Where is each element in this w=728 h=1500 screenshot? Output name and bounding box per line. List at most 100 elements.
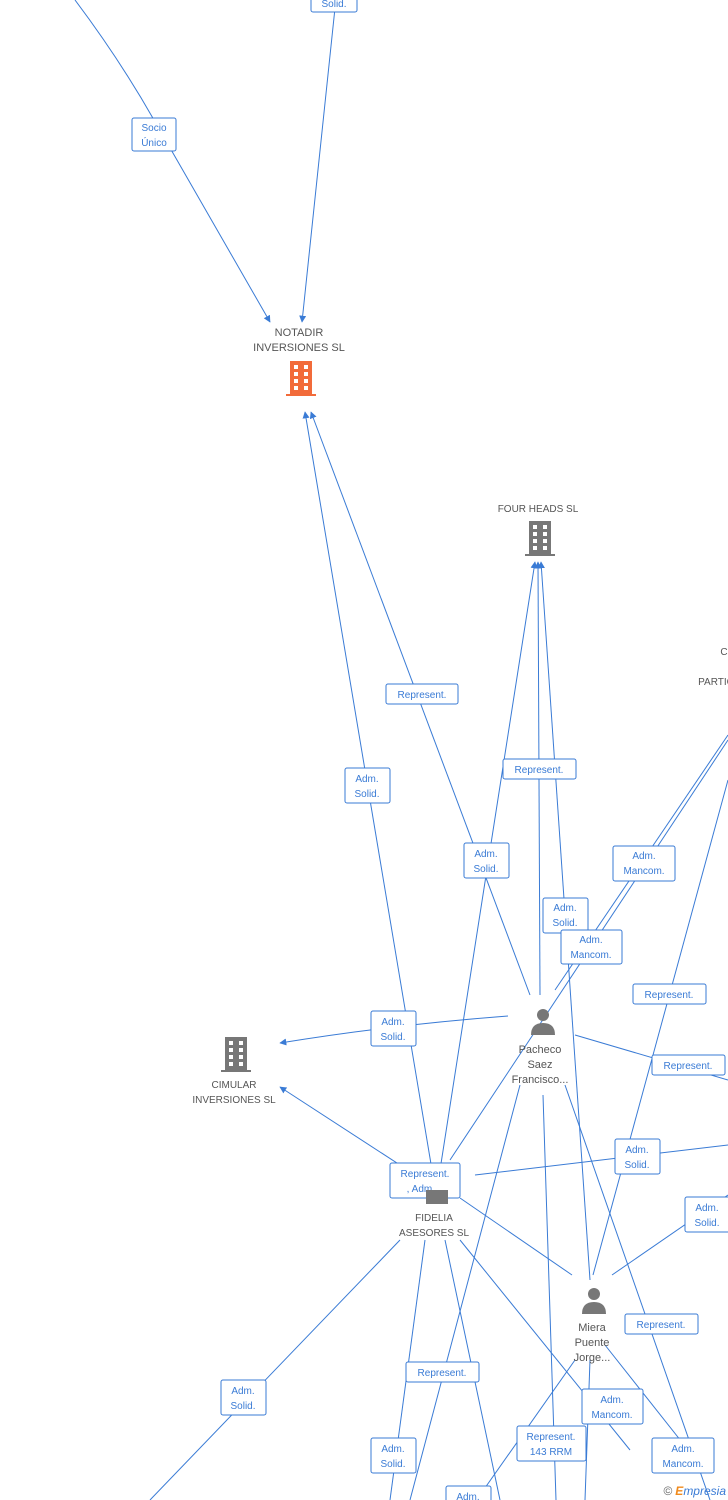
node-label: Francisco... [512, 1074, 569, 1086]
edge-top-to-notadir [299, 7, 336, 323]
node-label: Saez [527, 1059, 552, 1071]
edge-label-text: Solid. [380, 1032, 405, 1043]
node-label: NOTADIR [275, 327, 324, 339]
edge-label-socio-unico[interactable]: Socio Único [131, 117, 177, 152]
edge-fidelia-down-1 [149, 1239, 401, 1500]
edge-label-text: Adm. [355, 774, 378, 785]
edge-label-text: Adm. [381, 1444, 404, 1455]
edge-label-text: Represent. [401, 1169, 450, 1180]
building-icon [426, 1190, 448, 1204]
edge-fidelia-miera [459, 1197, 573, 1276]
edge-label-adm-mancom-4[interactable]: Adm. Mancom. [651, 1437, 715, 1474]
edge-label-adm-bottom[interactable]: Adm. [445, 1485, 492, 1500]
node-label: FIDELIA [415, 1213, 453, 1224]
edge-label-represent-4[interactable]: Represent. [651, 1054, 726, 1076]
edge-label-represent-143[interactable]: Represent. 143 RRM [516, 1425, 587, 1462]
edge-label-solid-top[interactable]: Solid. [310, 0, 358, 13]
person-icon [582, 1288, 606, 1314]
edge-label-adm-solid-4[interactable]: Adm. Solid. [370, 1010, 417, 1047]
edge-labels: Solid. Socio Único Represent. Adm. Solid… [131, 0, 728, 1500]
node-four-heads[interactable]: FOUR HEADS SL [498, 504, 579, 556]
edge-label-represent-5[interactable]: Represent. [624, 1313, 699, 1335]
edge-label-text: Represent. [418, 1368, 467, 1379]
edge-miera-to-right [592, 779, 728, 1276]
edge-label-adm-mancom-1[interactable]: Adm. Mancom. [612, 845, 676, 882]
edge-label-adm-solid-1[interactable]: Adm. Solid. [344, 767, 391, 804]
edge-label-text: Adm. [456, 1492, 479, 1500]
brand-name: mpresia [683, 1484, 726, 1498]
edge-label-text: Adm. [695, 1203, 718, 1214]
edge-fidelia-right [474, 1144, 728, 1176]
edge-label-text: Mancom. [623, 866, 664, 877]
edge-label-text: Adm. [474, 849, 497, 860]
node-label: Pacheco [519, 1044, 562, 1056]
edge-label-represent-adm[interactable]: Represent. , Adm.... [389, 1162, 461, 1199]
edge-label-adm-solid-3[interactable]: Adm. Solid. [542, 897, 589, 934]
node-label: INVERSIONES SL [192, 1095, 276, 1106]
edge-label-adm-solid-2[interactable]: Adm. Solid. [463, 842, 510, 879]
edge-label-text: Solid. [624, 1160, 649, 1171]
edge-label-text: Mancom. [570, 950, 611, 961]
node-fidelia-asesores[interactable]: FIDELIA ASESORES SL [399, 1190, 469, 1239]
edge-label-adm-solid-8[interactable]: Adm. Solid. [370, 1437, 417, 1474]
edge-label-text: Adm. [381, 1017, 404, 1028]
edge-label-text: , Adm.... [407, 1184, 444, 1195]
node-label: Miera [578, 1322, 606, 1334]
edge-label-adm-solid-7[interactable]: Adm. Solid. [220, 1379, 267, 1416]
edge-label-represent-1[interactable]: Represent. [385, 683, 459, 705]
node-label: C [720, 647, 727, 658]
edge-label-text: Adm. [600, 1395, 623, 1406]
edge-label-adm-mancom-3[interactable]: Adm. Mancom. [581, 1388, 644, 1425]
edge-label-text: Represent. [515, 765, 564, 776]
edge-label-text: Adm. [579, 935, 602, 946]
edge-label-text: Único [141, 136, 167, 149]
building-icon [525, 521, 555, 556]
edge-label-text: Solid. [230, 1401, 255, 1412]
edge-label-text: Mancom. [662, 1459, 703, 1470]
edge-label-text: Socio [141, 123, 166, 134]
edge-label-text: Adm. [632, 851, 655, 862]
node-label: CIMULAR [211, 1080, 256, 1091]
person-icon [531, 1009, 555, 1035]
edge-label-text: Adm. [231, 1386, 254, 1397]
node-label: FOUR HEADS SL [498, 504, 579, 515]
node-label: Puente [575, 1337, 610, 1349]
node-person-pacheco[interactable]: Pacheco Saez Francisco... [512, 1009, 569, 1086]
edge-label-text: Solid. [552, 918, 577, 929]
node-label: INVERSIONES SL [253, 342, 345, 354]
edge-label-adm-mancom-2[interactable]: Adm. Mancom. [560, 929, 623, 965]
edge-label-represent-2[interactable]: Represent. [502, 758, 577, 780]
copyright-symbol: © [663, 1484, 673, 1498]
node-label: Jorge... [574, 1352, 611, 1364]
edge-label-text: Solid. [354, 789, 379, 800]
node-notadir-inversiones[interactable]: NOTADIR INVERSIONES SL [253, 327, 345, 396]
edge-label-adm-solid-6[interactable]: Adm. Solid. [684, 1196, 728, 1233]
edge-top-left-to-notadir [74, 0, 271, 323]
edge-label-text: Solid. [380, 1459, 405, 1470]
edge-label-adm-solid-5[interactable]: Adm. Solid. [614, 1138, 661, 1175]
nodes: NOTADIR INVERSIONES SL FOUR HEADS SL [192, 327, 728, 1364]
edge-label-text: Adm. [553, 903, 576, 914]
node-cimular-inversiones[interactable]: CIMULAR INVERSIONES SL [192, 1037, 276, 1106]
node-label: ASESORES SL [399, 1228, 469, 1239]
brand-watermark: ©Empresia [663, 1484, 726, 1498]
edge-label-text: 143 RRM [530, 1447, 572, 1458]
building-icon [286, 361, 316, 396]
edge-label-text: Solid. [321, 0, 346, 10]
edge-label-text: Mancom. [591, 1410, 632, 1421]
node-person-miera[interactable]: Miera Puente Jorge... [574, 1288, 611, 1364]
building-icon [221, 1037, 251, 1072]
edge-label-text: Adm. [625, 1145, 648, 1156]
edge-label-text: Represent. [637, 1320, 686, 1331]
edge-pacheco-down [564, 1084, 711, 1500]
edge-label-text: Represent. [398, 690, 447, 701]
edge-label-represent-3[interactable]: Represent. [632, 983, 707, 1005]
edge-label-represent-6[interactable]: Represent. [405, 1361, 480, 1383]
brand-initial: E [675, 1484, 684, 1498]
edge-label-text: Solid. [694, 1218, 719, 1229]
edge-label-text: Represent. [527, 1432, 576, 1443]
edge-label-text: Represent. [645, 990, 694, 1001]
